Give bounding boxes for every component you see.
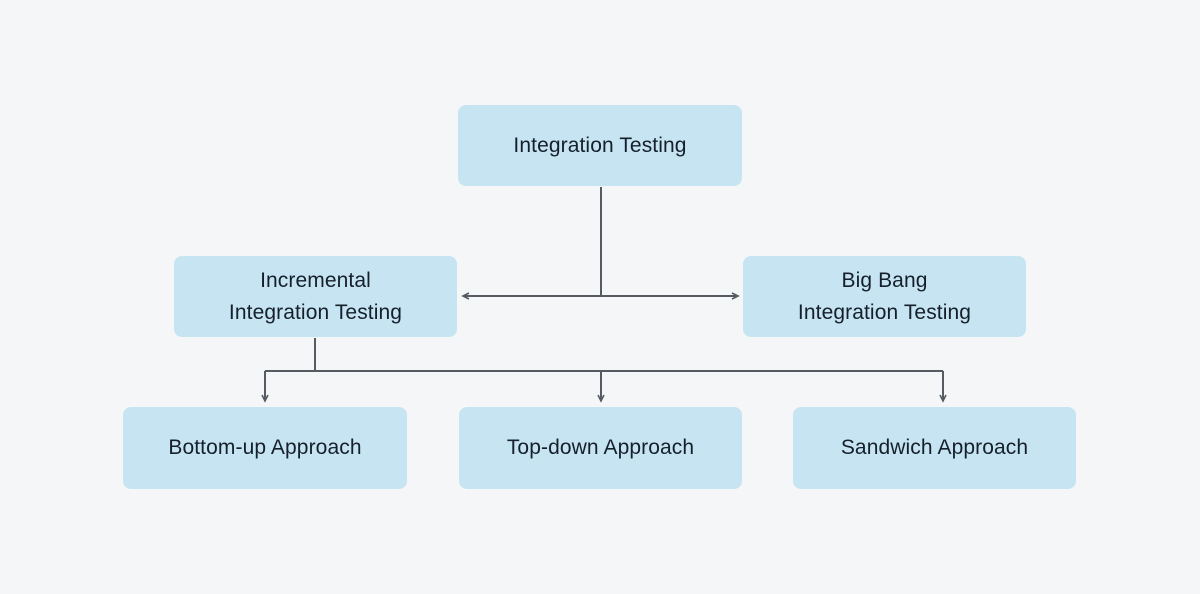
node-label: Sandwich Approach <box>840 436 1029 459</box>
node-label: Integration Testing <box>513 133 687 157</box>
node-bottom-up-approach: Bottom-up Approach <box>123 407 407 489</box>
node-label-line: Integration Testing <box>797 300 972 324</box>
node-label-line: Integration Testing <box>228 300 403 324</box>
node-incremental-integration-testing: Incremental Integration Testing <box>174 256 457 337</box>
node-label: Bottom-up Approach <box>168 436 362 459</box>
node-big-bang-integration-testing: Big Bang Integration Testing <box>743 256 1026 337</box>
node-integration-testing: Integration Testing <box>458 105 742 186</box>
node-label-line: Incremental <box>260 268 371 292</box>
node-label-line: Big Bang <box>841 268 928 292</box>
node-label: Top-down Approach <box>506 436 695 459</box>
node-sandwich-approach: Sandwich Approach <box>793 407 1076 489</box>
node-top-down-approach: Top-down Approach <box>459 407 742 489</box>
